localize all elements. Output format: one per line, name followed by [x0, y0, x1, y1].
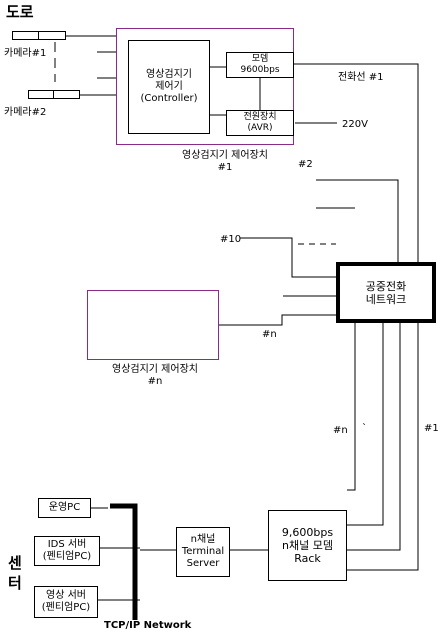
modem-box: 모뎀 9600bps [226, 52, 294, 78]
controller-n-number: #n [147, 376, 163, 387]
detector-controller-box: 영상검지기 제어기 (Controller) [128, 40, 210, 134]
ctrl-n-line [219, 314, 336, 326]
controller-1-number: #1 [217, 162, 233, 173]
power-unit-box: 전원장치 (AVR) [226, 110, 294, 136]
ids-server-box: IDS 서버 (펜티엄PC) [34, 536, 100, 566]
controller-n-frame [87, 290, 219, 360]
modem-1-line [347, 323, 419, 571]
camera-1-icon [12, 31, 66, 40]
road-label: 도로 [6, 3, 34, 21]
terminal-server-box: n채널 Terminal Server [176, 527, 230, 577]
camera-2-label: 카메라#2 [4, 107, 47, 118]
camera-2-icon [28, 90, 80, 99]
center-label-1: 센 [8, 554, 22, 572]
modem-rack-box: 9,600bps n채널 모뎀 Rack [268, 510, 347, 581]
ctrl-2-line [316, 179, 399, 262]
center-label-2: 터 [8, 574, 22, 592]
modem-1-label: #1 [424, 423, 439, 434]
modem-n-label: #n [333, 425, 348, 436]
tcpip-network-label: TCP/IP Network [104, 620, 192, 631]
modem-mid-line [347, 323, 384, 526]
controller-n-caption: 영상검지기 제어장치 [112, 364, 198, 375]
ctrl-10-line [240, 237, 336, 278]
ctrl-10-label: #10 [220, 234, 242, 245]
ops-pc-box: 운영PC [38, 498, 91, 518]
phone-line-1-label: 전화선 #1 [338, 72, 384, 83]
modem-dot-label: ` [362, 423, 367, 434]
camera-1-label: 카메라#1 [4, 48, 47, 59]
ctrl-n-label: #n [262, 329, 277, 340]
controller-1-frame [116, 28, 294, 145]
pstn-box: 공중전화 네트워크 [336, 262, 436, 323]
modem-mid-line-2 [347, 323, 401, 551]
video-server-box: 영상 서버 (펜티엄PC) [34, 586, 98, 618]
voltage-label: 220V [342, 119, 368, 130]
phone-line-1 [293, 63, 419, 262]
camera-stub-lines [97, 51, 116, 79]
controller-1-caption: 영상검지기 제어장치 [182, 150, 268, 161]
tcpip-bus [110, 503, 138, 620]
ctrl-2-label: #2 [298, 159, 313, 170]
modem-n-line [347, 323, 356, 491]
